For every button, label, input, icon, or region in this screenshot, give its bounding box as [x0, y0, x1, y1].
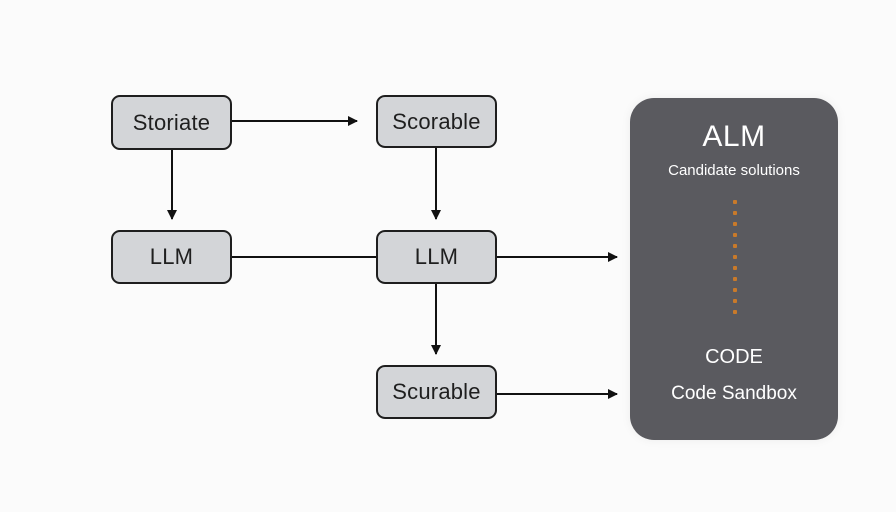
llm-node-left: LLM: [111, 230, 232, 284]
scorable-node-label: Scorable: [392, 108, 481, 134]
candidate-solutions-label: Candidate solutions: [668, 162, 800, 179]
candidate-dot: [733, 200, 737, 204]
candidate-dot: [733, 244, 737, 248]
candidate-dot: [733, 233, 737, 237]
candidate-dot: [733, 211, 737, 215]
candidate-dot: [733, 310, 737, 314]
candidate-dot: [733, 299, 737, 303]
llm-node-middle: LLM: [376, 230, 497, 284]
scorable-node: Scorable: [376, 95, 497, 148]
candidate-dot: [733, 222, 737, 226]
candidate-dot: [733, 277, 737, 281]
code-sandbox-label: Code Sandbox: [671, 383, 797, 404]
alm-panel-title: ALM: [702, 120, 766, 153]
storiate-node-label: Storiate: [132, 109, 211, 135]
code-label: CODE: [705, 346, 763, 368]
scurable-node: Scurable: [376, 365, 497, 419]
alm-panel: ALM Candidate solutions CODE Code Sandbo…: [630, 98, 838, 440]
candidate-dot: [733, 255, 737, 259]
candidate-dots: [733, 200, 737, 321]
candidate-dot: [733, 266, 737, 270]
candidate-dot: [733, 288, 737, 292]
llm-node-middle-label: LLM: [414, 244, 459, 269]
storiate-node: Storiate: [111, 95, 232, 150]
scurable-node-label: Scurable: [392, 379, 481, 404]
llm-node-left-label: LLM: [149, 244, 194, 269]
